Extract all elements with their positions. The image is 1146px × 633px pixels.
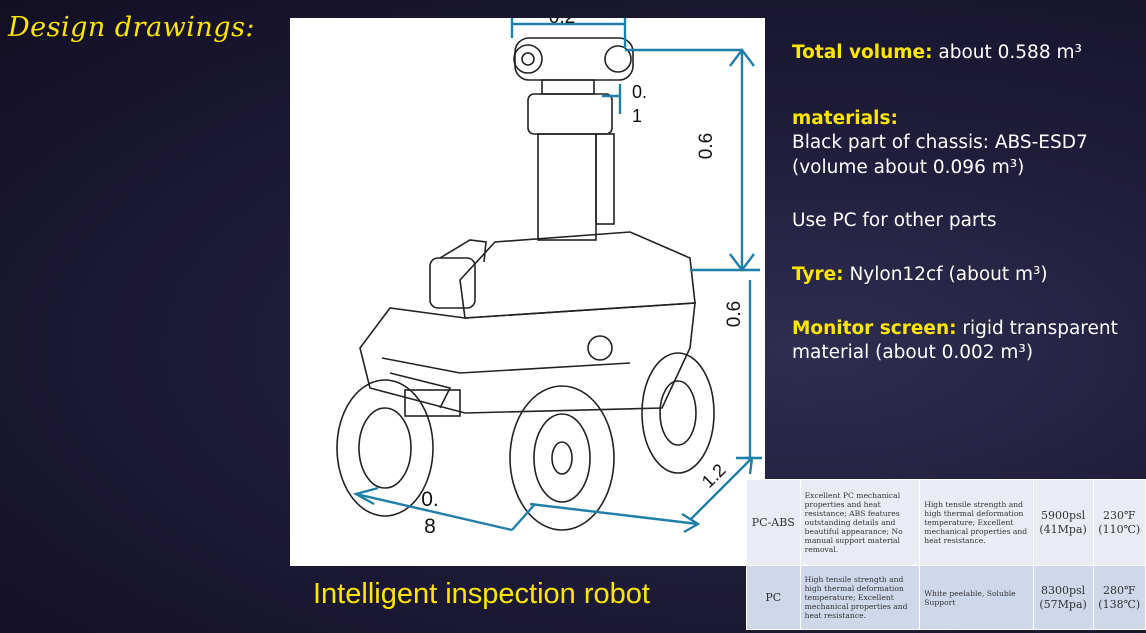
chassis bbox=[359, 302, 696, 414]
spec-tyre-label: Tyre: bbox=[792, 264, 844, 285]
strength-mpa: (41Mpa) bbox=[1039, 522, 1087, 536]
temp-c: (110℃) bbox=[1098, 522, 1141, 536]
material-name: PC bbox=[746, 565, 801, 630]
material-strength: 5900psl (41Mpa) bbox=[1032, 478, 1094, 567]
spec-tyre: Tyre: Nylon12cf (about m³) bbox=[792, 264, 1146, 286]
robot-sketch: 0.2 0. 1 0.6 0.6 0. 8 1.2 bbox=[336, 18, 762, 538]
spec-monitor: Monitor screen: rigid transparent bbox=[792, 318, 1146, 340]
strength-psi: 8300psl bbox=[1040, 583, 1086, 597]
temp-f: 280℉ bbox=[1102, 583, 1136, 597]
wheel-rear-right bbox=[641, 352, 715, 474]
strength-psi: 5900psl bbox=[1040, 508, 1086, 522]
wheel-front-right bbox=[509, 385, 615, 531]
dim-lower-height-label: 0.6 bbox=[724, 301, 745, 327]
dim-upper-height-label: 0.6 bbox=[696, 133, 717, 159]
material-temperature: 280℉ (138℃) bbox=[1092, 565, 1146, 630]
spec-materials-label: materials: bbox=[792, 108, 898, 129]
drawing-caption: Intelligent inspection robot bbox=[313, 578, 650, 610]
wheel-front-left bbox=[336, 379, 434, 517]
temp-c: (138℃) bbox=[1098, 597, 1141, 611]
camera-lens-left bbox=[513, 44, 543, 74]
table-row: PC High tensile strength and high therma… bbox=[746, 565, 1146, 630]
spec-monitor-value: rigid transparent bbox=[956, 318, 1118, 339]
material-properties: Excellent PC mechanical properties and h… bbox=[799, 478, 921, 567]
material-strength: 8300psl (57Mpa) bbox=[1032, 565, 1094, 630]
dim-small-label-a: 0. bbox=[632, 82, 647, 102]
spec-chassis-line1: Black part of chassis: ABS-ESD7 bbox=[792, 132, 1088, 153]
spec-monitor-label: Monitor screen: bbox=[792, 318, 957, 339]
spec-total-volume: Total volume: about 0.588 m³ bbox=[792, 42, 1146, 64]
material-support: High tensile strength and high thermal d… bbox=[919, 478, 1034, 567]
dim-small-label-b: 1 bbox=[632, 106, 642, 126]
spec-other-parts: Use PC for other parts bbox=[792, 210, 997, 231]
material-temperature: 230℉ (110℃) bbox=[1092, 478, 1146, 567]
speaker-grille bbox=[587, 335, 613, 361]
material-properties: High tensile strength and high thermal d… bbox=[799, 565, 921, 630]
spec-total-volume-value: about 0.588 m³ bbox=[932, 42, 1082, 63]
spec-monitor-line2: material (about 0.002 m³) bbox=[792, 342, 1034, 363]
material-name: PC-ABS bbox=[746, 478, 801, 567]
mast bbox=[537, 133, 597, 241]
material-support: White peelable, Soluble Support bbox=[919, 565, 1034, 630]
temp-f: 230℉ bbox=[1102, 508, 1136, 522]
side-sensor bbox=[429, 257, 476, 309]
dim-width-label-b: 8 bbox=[424, 515, 436, 538]
page-heading: Design drawings: bbox=[8, 12, 256, 43]
strength-mpa: (57Mpa) bbox=[1039, 597, 1087, 611]
spec-chassis-line2: (volume about 0.096 m³) bbox=[792, 157, 1025, 178]
materials-table: PC-ABS Excellent PC mechanical propertie… bbox=[746, 478, 1146, 630]
camera-lens-right bbox=[604, 45, 632, 73]
dimension-lines bbox=[352, 18, 762, 534]
camera-head bbox=[514, 37, 634, 81]
robot-outline bbox=[336, 37, 715, 531]
dim-depth-label: 1.2 bbox=[698, 460, 730, 492]
dim-width-label-a: 0. bbox=[421, 488, 439, 511]
robot-drawing-panel: 0.2 0. 1 0.6 0.6 0. 8 1.2 bbox=[290, 18, 765, 566]
neck-box bbox=[527, 93, 613, 135]
spec-tyre-value: Nylon12cf (about m³) bbox=[843, 264, 1048, 285]
table-row: PC-ABS Excellent PC mechanical propertie… bbox=[746, 478, 1146, 567]
spec-total-volume-label: Total volume: bbox=[792, 42, 933, 63]
dim-top-label: 0.2 bbox=[549, 18, 575, 28]
front-bumper bbox=[404, 389, 461, 417]
